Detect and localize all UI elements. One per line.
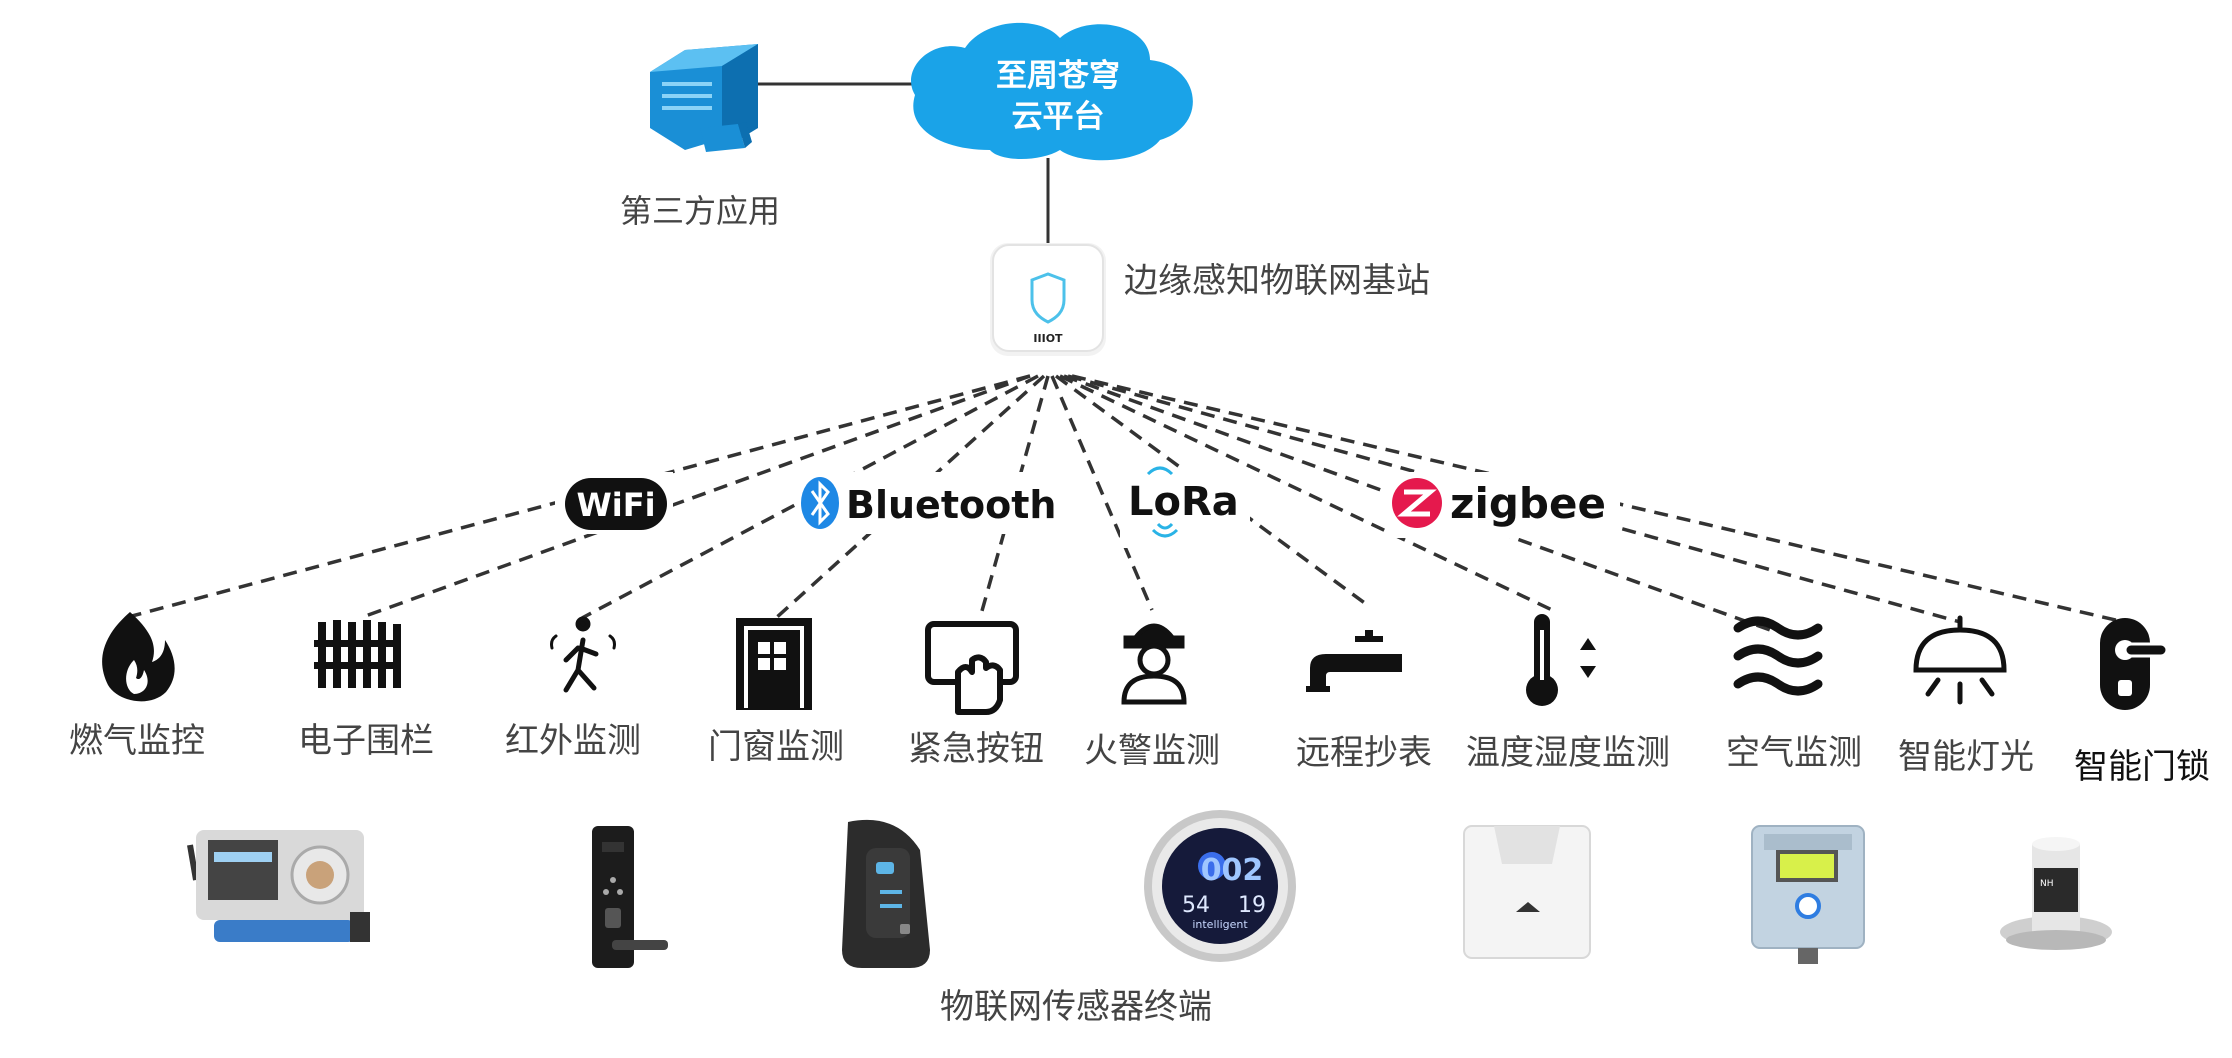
- wifi-label: WiFi: [576, 486, 655, 524]
- sensor-label-motion-person: 红外监测: [505, 721, 641, 761]
- air-sensor-device: [1751, 825, 1865, 964]
- sensor-label-door-lock: 智能门锁: [2074, 747, 2210, 787]
- ceiling-lamp-icon: [1913, 615, 2007, 705]
- shield-icon: [1030, 272, 1066, 324]
- cloud-platform-line2: 云平台: [1012, 99, 1105, 135]
- access-panel-device: [842, 819, 930, 968]
- air-waves-icon: [1733, 616, 1823, 696]
- lora-logo: LoRa: [1120, 466, 1250, 548]
- sensor-label-panic-button: 紧急按钮: [908, 729, 1044, 769]
- cloud-icon: [911, 22, 1193, 172]
- thermostat-device: 002 54 19 intelligent: [1144, 810, 1296, 962]
- lora-label: LoRa: [1128, 479, 1239, 525]
- thermostat-caption: intelligent: [1192, 918, 1248, 931]
- sensor-label-air-waves: 空气监测: [1726, 733, 1862, 773]
- thermostat-bottom-reading: 54: [1182, 893, 1210, 918]
- base-station-device: IIIOT: [990, 243, 1106, 356]
- anemometer-device: NH: [2000, 837, 2112, 950]
- smart-lock-device: [592, 826, 668, 968]
- base-station-brand: IIIOT: [1033, 332, 1063, 345]
- zigbee-label: zigbee: [1450, 479, 1606, 528]
- sensor-label-ceiling-lamp: 智能灯光: [1898, 737, 2034, 777]
- thermostat-right-reading: 19: [1238, 893, 1266, 918]
- bluetooth-logo: Bluetooth: [795, 472, 1056, 534]
- terminals-label: 物联网传感器终端: [940, 987, 1212, 1027]
- water-tap-icon: [1306, 630, 1402, 692]
- cloud-platform-line1: 至周苍穹: [996, 58, 1120, 94]
- sensor-label-fire: 燃气监控: [69, 721, 205, 761]
- water-meter-device: [187, 830, 370, 942]
- base-station-label: 边缘感知物联网基站: [1124, 261, 1430, 301]
- sensor-label-thermometer: 温度湿度监测: [1466, 733, 1670, 773]
- sensor-labels: 燃气监控电子围栏红外监测门窗监测紧急按钮火警监测远程抄表温度湿度监测空气监测智能…: [69, 721, 2210, 787]
- bluetooth-label: Bluetooth: [846, 483, 1056, 527]
- fire-icon: [102, 612, 175, 702]
- zigbee-logo: zigbee: [1385, 472, 1620, 538]
- door-lock-icon: [2100, 618, 2169, 710]
- wifi-logo: WiFi: [555, 472, 673, 534]
- motion-person-icon: [550, 616, 616, 693]
- firefighter-icon: [1121, 623, 1187, 705]
- sensor-label-water-tap: 远程抄表: [1296, 733, 1432, 773]
- fence-icon: [314, 620, 401, 688]
- third-party-label: 第三方应用: [620, 192, 780, 230]
- door-window-icon: [736, 618, 812, 710]
- sensor-label-fence: 电子围栏: [298, 721, 434, 761]
- dashed-link-2: [359, 374, 1031, 620]
- dashed-link-6: [1050, 375, 1154, 611]
- dashed-link-4: [774, 374, 1046, 620]
- pir-sensor-device: [1463, 825, 1591, 959]
- sensor-label-firefighter: 火警监测: [1084, 731, 1220, 771]
- panic-button-icon: [925, 621, 1019, 715]
- sensor-label-door-window: 门窗监测: [708, 727, 844, 767]
- thermometer-icon: [1526, 614, 1596, 706]
- server-icon: [650, 44, 758, 152]
- thermostat-top-reading: 002: [1201, 853, 1264, 888]
- anemometer-badge: NH: [2040, 879, 2054, 889]
